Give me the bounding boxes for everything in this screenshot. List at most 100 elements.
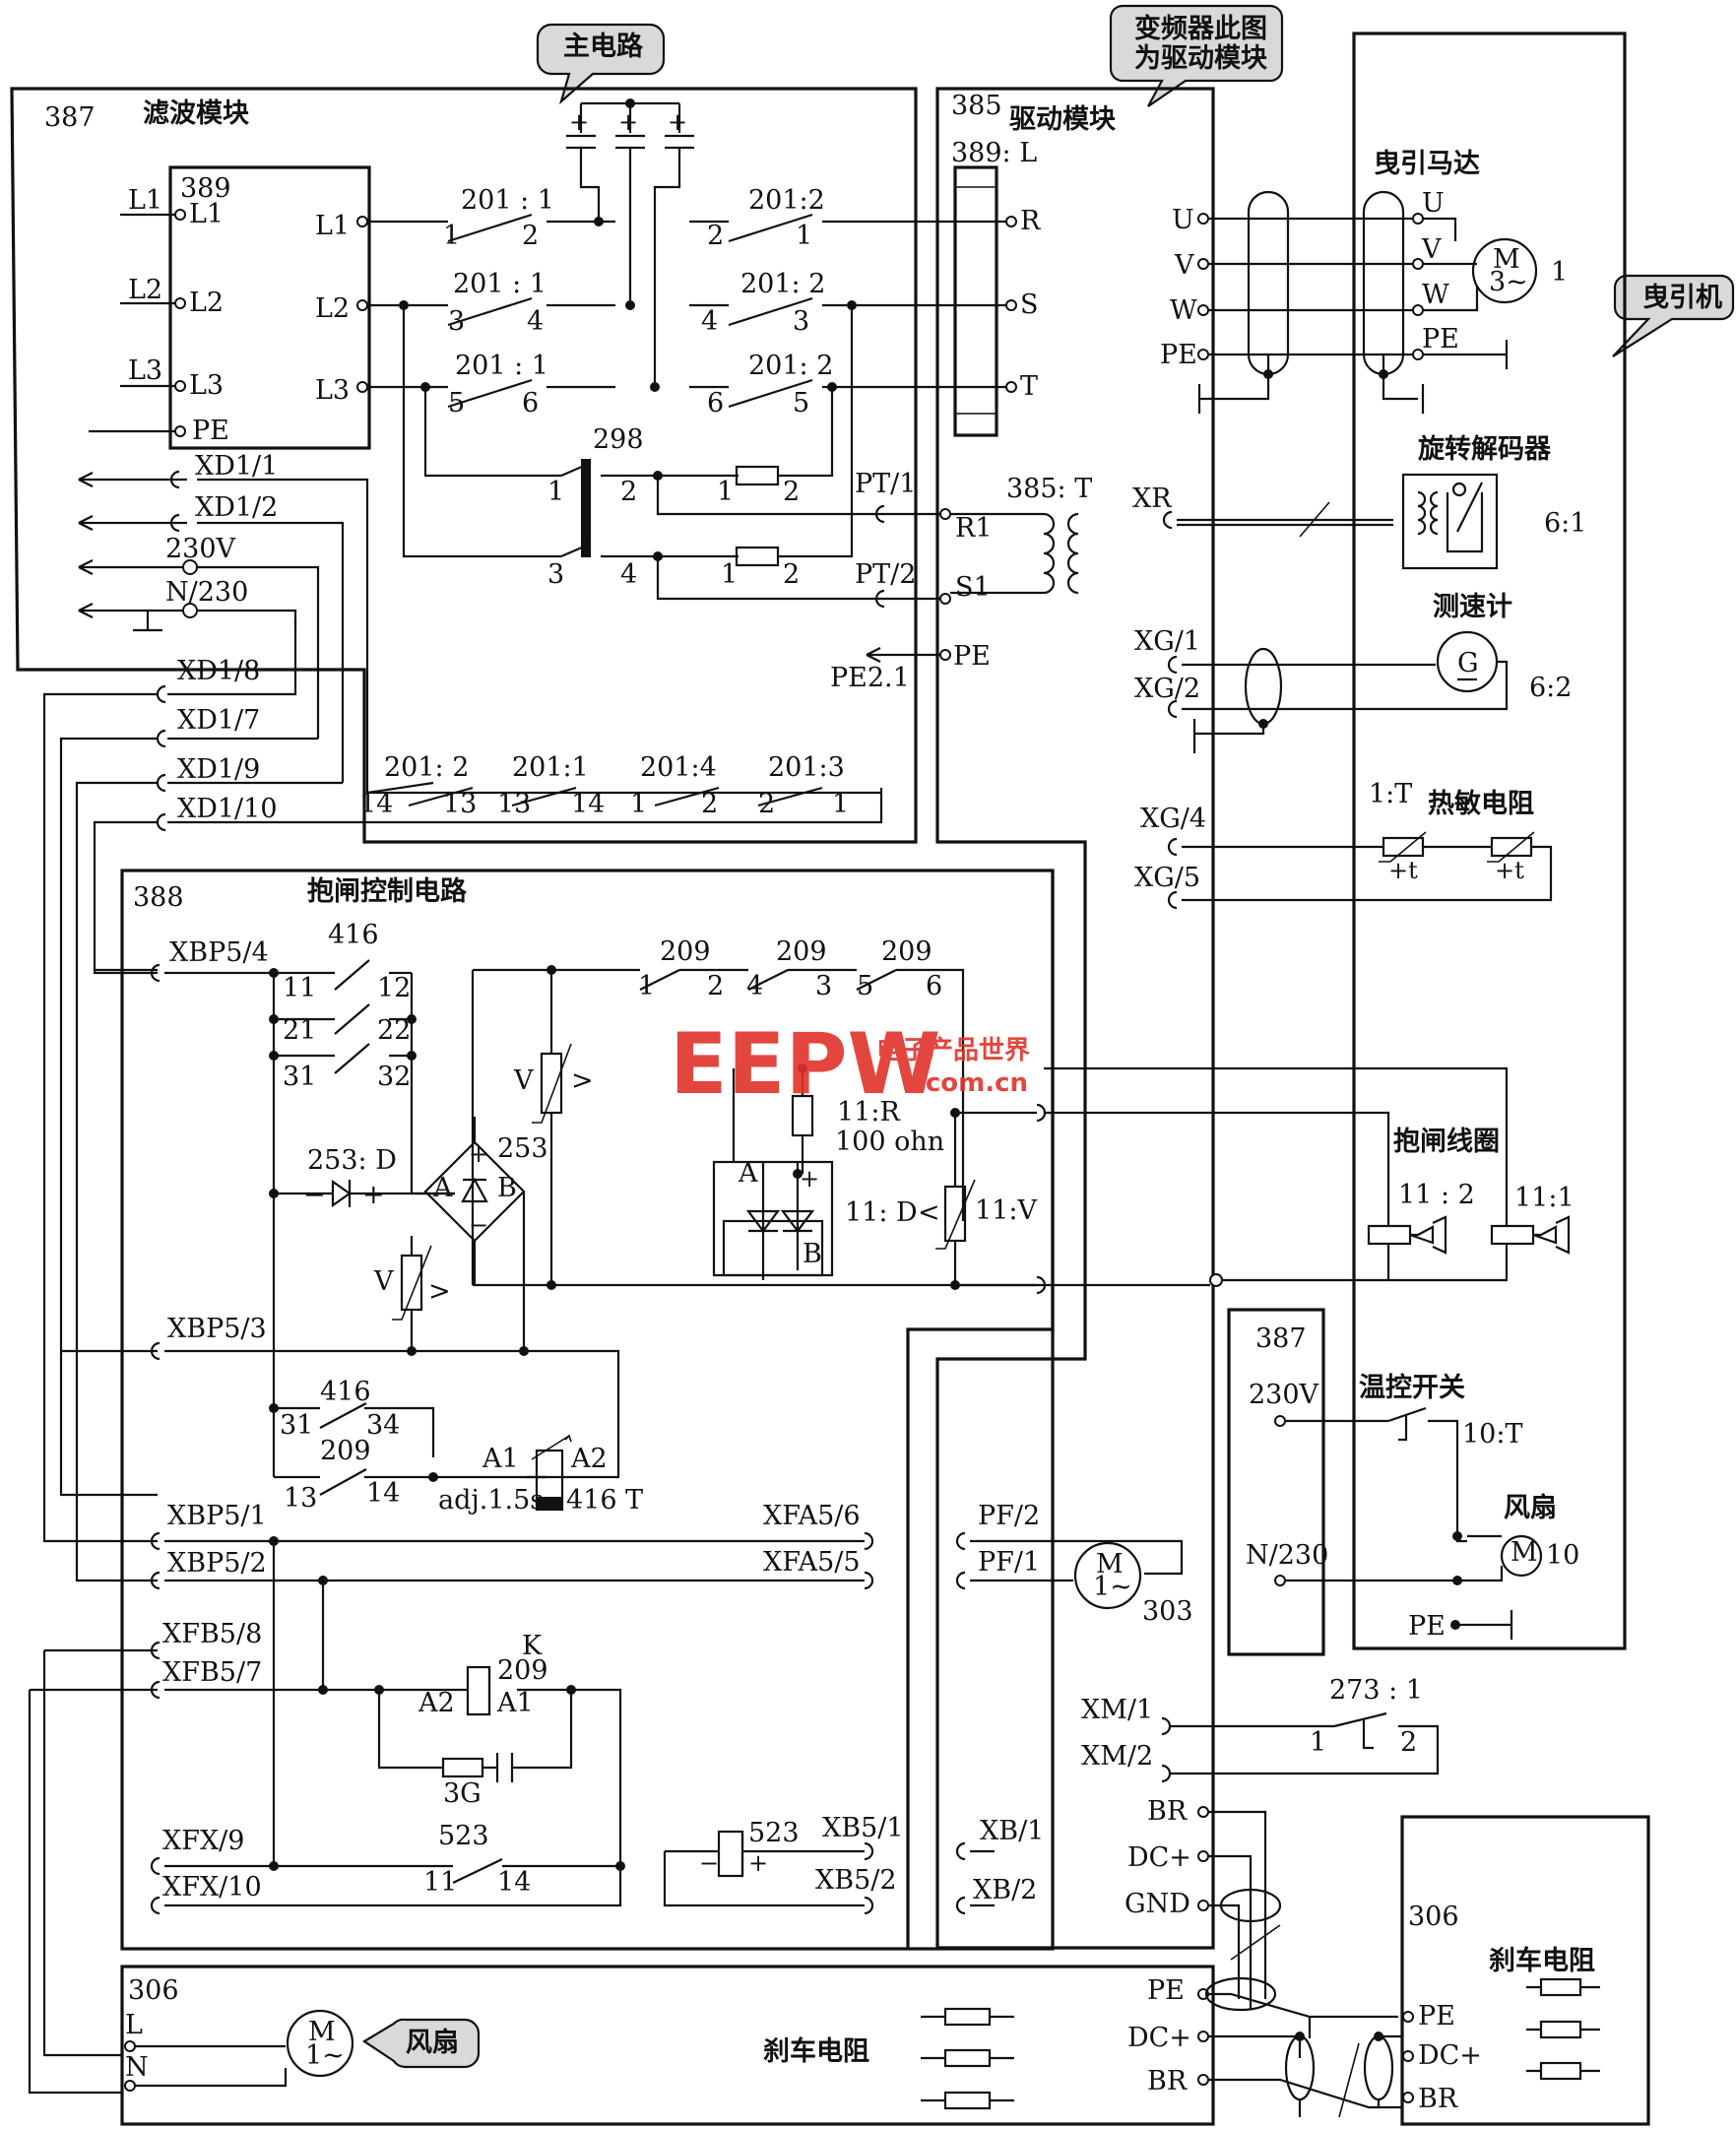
xb52-label: XB5/2 <box>815 1865 897 1896</box>
c416-22: 22 <box>377 1015 411 1046</box>
aux-pin-1b: 1 <box>832 789 849 819</box>
drive-s1-label: S1 <box>955 572 991 603</box>
svg-text:3~: 3~ <box>1489 267 1528 297</box>
relay-298-pin1: 1 <box>547 477 564 507</box>
drive-term-s: S <box>1020 290 1039 320</box>
traction-motor-symbol: M 3~ 1 <box>1471 237 1568 304</box>
xfx10-label: XFX/10 <box>162 1872 262 1903</box>
drive-br-label: BR <box>1147 1796 1188 1827</box>
bottom-module-title: 刹车电阻 <box>763 2035 869 2067</box>
bottom-306-module-outline <box>120 1965 1215 2126</box>
pt1-label: PT/1 <box>855 469 916 499</box>
brake-ctrl-title: 抱闸控制电路 <box>307 875 468 907</box>
watermark-url: .com.cn <box>916 1068 1028 1098</box>
pf2-label: PF/2 <box>978 1501 1040 1531</box>
motor-terminals-right: U V W PE <box>1412 188 1509 369</box>
xfx9-label: XFX/9 <box>162 1826 244 1856</box>
eepw-watermark: EEPW 电子产品世界 .com.cn <box>670 1015 1030 1114</box>
aux-pin-1a: 1 <box>630 789 647 819</box>
pin-5b: 5 <box>793 388 809 419</box>
svg-text:+: + <box>618 108 638 136</box>
brake-resistor-bank-right <box>1526 1977 1600 2081</box>
svg-text:+: + <box>800 1165 819 1193</box>
aux-n230-label: N/230 <box>1246 1540 1328 1571</box>
label-201-1-b: 201 : 1 <box>453 269 547 299</box>
callout-inverter-note: 变频器此图 为驱动模块 <box>1109 4 1284 107</box>
watermark-logo: EEPW <box>670 1015 940 1114</box>
bottom-dcp-label: DC+ <box>1127 2023 1191 2053</box>
c209-3: 3 <box>815 971 832 1001</box>
svg-text:W: W <box>1422 280 1449 310</box>
svg-text:PE: PE <box>1422 324 1459 355</box>
xfb58-label: XFB5/8 <box>162 1619 262 1649</box>
pin-4b: 4 <box>701 306 718 337</box>
svg-text:−: − <box>699 1849 719 1877</box>
thermo-t10: 10:T <box>1462 1419 1522 1450</box>
fan-callout-text: 风扇 <box>406 2027 459 2058</box>
aux-230v-label: 230V <box>1249 1380 1319 1410</box>
diode-253 <box>331 1179 352 1208</box>
aux-pin-14a: 14 <box>359 789 393 819</box>
pin-6a: 6 <box>522 388 539 419</box>
bridge-253-label: 253 <box>497 1133 548 1164</box>
bottom-br-label: BR <box>1147 2066 1188 2097</box>
precharge-resistor-1 <box>735 465 780 486</box>
contact-201-1-a <box>447 213 533 243</box>
transformer-385-label: 385: T <box>1006 474 1092 504</box>
c209-4: 4 <box>746 971 763 1001</box>
main-circuit-callout-text: 主电路 <box>563 31 644 62</box>
svg-text:−: − <box>469 1211 488 1239</box>
pin-1a: 1 <box>443 221 460 251</box>
drive-pe-label: PE <box>953 641 991 672</box>
svg-text:−: − <box>303 1180 326 1210</box>
c209-6: 6 <box>926 971 942 1001</box>
xg2-label: XG/2 <box>1134 674 1200 704</box>
label-201-1-a: 201 : 1 <box>461 185 554 216</box>
motor-title: 曳引马达 <box>1374 149 1480 179</box>
inner-in-l3: L3 <box>189 370 224 401</box>
diode-253-label: 253: D <box>307 1145 397 1176</box>
pin-1b: 1 <box>796 221 812 251</box>
drive-389-label: 389: L <box>951 138 1037 168</box>
k209-a-label: 209 <box>660 936 711 967</box>
in-l1: L1 <box>128 185 162 216</box>
pin-2a: 2 <box>522 221 539 251</box>
drive-389-bar <box>953 165 998 437</box>
r11-value: 100 ohn <box>835 1127 944 1157</box>
res-dcp-label: DC+ <box>1418 2040 1482 2071</box>
c416b-34: 34 <box>366 1410 400 1441</box>
brake-coil-title: 抱闸线圈 <box>1393 1126 1500 1157</box>
switch-273-pin1: 1 <box>1310 1727 1326 1758</box>
contact-201-2-b <box>728 296 813 327</box>
svg-text:>: > <box>571 1065 594 1096</box>
tacho-ratio: 6:2 <box>1529 673 1572 703</box>
xm2-label: XM/2 <box>1081 1741 1153 1772</box>
svg-text:1~: 1~ <box>1093 1572 1132 1602</box>
watermark-sub: 电子产品世界 <box>876 1036 1030 1065</box>
bottom-fan-m: M <box>308 2017 336 2047</box>
xfb57-label: XFB5/7 <box>162 1657 262 1688</box>
traction-machine-outline <box>1352 32 1627 1650</box>
bottom-module-number: 306 <box>128 1975 179 2006</box>
bottom-fan-motor <box>286 2009 354 2078</box>
xfa55-label: XFA5/5 <box>763 1547 861 1578</box>
k209-a2: A2 <box>418 1688 455 1718</box>
varistor-v-bottom <box>400 1254 423 1312</box>
pf1-label: PF/1 <box>978 1547 1040 1578</box>
xd-terminals: XD1/1 XD1/2 230V N/230 XD1/8 XD1/7 XD1/9… <box>42 451 883 1582</box>
timer-416t: 416 T <box>566 1485 643 1516</box>
motor-terminals-left: U V W PE <box>1160 190 1425 414</box>
svg-text:>: > <box>428 1276 451 1307</box>
svg-text:M: M <box>1493 244 1520 275</box>
filter-389-box <box>168 165 371 450</box>
r1-pin1: 1 <box>717 477 734 507</box>
filter-389-number: 389 <box>180 173 231 204</box>
brake-res-right-number: 306 <box>1408 1902 1459 1932</box>
xm1-label: XM/1 <box>1081 1695 1153 1725</box>
r11-label: 11:R <box>837 1097 900 1128</box>
resistor-3g <box>441 1757 484 1778</box>
aux-pe-label: PE <box>1408 1611 1446 1642</box>
callout-main-circuit: 主电路 <box>536 23 666 105</box>
pin-4a: 4 <box>527 306 544 337</box>
svg-text:U: U <box>1422 188 1445 219</box>
